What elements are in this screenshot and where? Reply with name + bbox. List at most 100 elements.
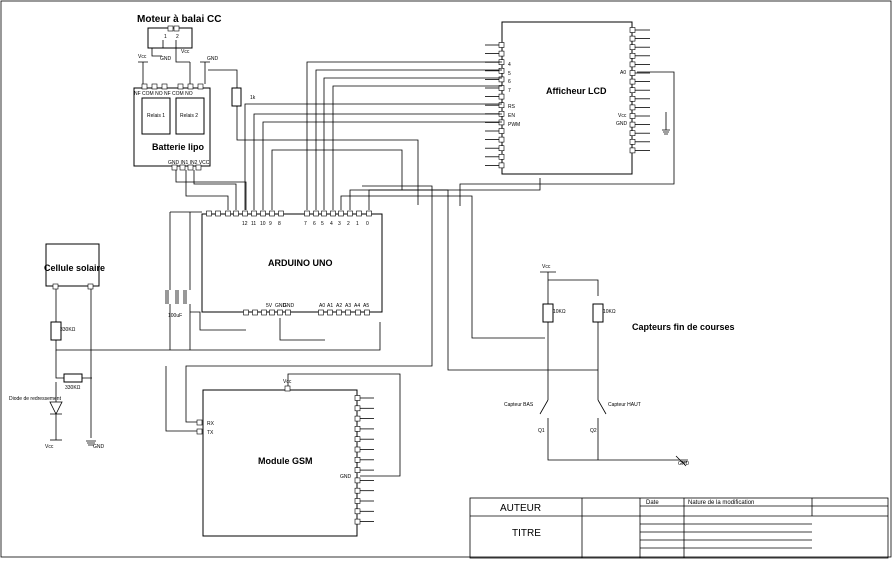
solar-pin-minus bbox=[87, 283, 94, 290]
arduino-top-pin-label: 4 bbox=[330, 221, 333, 227]
gsm-module: Module GSM Vcc RX TX GND bbox=[165, 185, 433, 537]
lcd-right-pin bbox=[629, 78, 636, 85]
relay-pin-in2 bbox=[187, 164, 194, 171]
resistor-330k-2 bbox=[63, 373, 83, 383]
gsm-right-pin bbox=[354, 498, 361, 504]
arduino-top-pin-label: 6 bbox=[313, 221, 316, 227]
motor-title: Moteur à balai CC bbox=[137, 14, 221, 25]
arduino-top-pin bbox=[251, 210, 257, 217]
relay-pin bbox=[141, 83, 148, 90]
resistor-1k-label: 1k bbox=[250, 95, 256, 101]
end-stop-sensors: Capteurs fin de courses Vcc 10KΩ 10KΩ Ca… bbox=[504, 264, 735, 467]
resistor-1k-body bbox=[231, 87, 242, 107]
motor-pin-2 bbox=[173, 25, 180, 32]
lcd-pin-4: 4 bbox=[508, 62, 511, 68]
arduino-bottom-pin bbox=[345, 309, 351, 316]
lcd-left-pin bbox=[498, 145, 505, 151]
lcd-body bbox=[501, 21, 633, 175]
sensors-vcc: Vcc bbox=[542, 264, 551, 270]
gsm-pin-tx bbox=[196, 428, 203, 435]
arduino-top-pin-label: 5 bbox=[321, 221, 324, 227]
arduino-bottom-pin bbox=[269, 309, 275, 316]
arduino-body bbox=[201, 213, 383, 313]
title-label: TITRE bbox=[512, 528, 541, 539]
relay-vcc-2: Vcc bbox=[181, 49, 190, 55]
lcd-pin-en: EN bbox=[508, 113, 515, 119]
arduino-bottom-pin bbox=[277, 309, 283, 316]
modification-header: Nature de la modification bbox=[688, 500, 754, 506]
relay-pin bbox=[187, 83, 194, 90]
gsm-right-pin bbox=[354, 415, 361, 422]
arduino-top-pin-label: 9 bbox=[269, 221, 272, 227]
lcd-right-pin bbox=[629, 35, 636, 42]
arduino-top-pin-label: 12 bbox=[242, 221, 248, 227]
arduino-bottom-pin bbox=[355, 309, 361, 316]
arduino-title: ARDUINO UNO bbox=[268, 258, 333, 268]
arduino-top-pin-label: 11 bbox=[251, 221, 256, 227]
relay-gnd: GND bbox=[160, 56, 172, 62]
arduino-bottom-pin bbox=[364, 309, 370, 316]
relay-pin bbox=[151, 83, 158, 90]
arduino-bottom-pin bbox=[318, 309, 324, 316]
lcd-right-pin bbox=[629, 96, 636, 102]
arduino-top-pin bbox=[206, 210, 212, 217]
relay-pin bbox=[161, 83, 168, 90]
diode-icon bbox=[49, 382, 63, 440]
arduino-bottom-pin-label: A5 bbox=[363, 303, 369, 309]
lcd-left-pin bbox=[498, 68, 505, 74]
solar-body bbox=[45, 243, 100, 287]
arduino-bottom-pin-label: A0 bbox=[319, 303, 325, 309]
lcd-pin-6: 6 bbox=[508, 79, 511, 85]
motor-pin-1 bbox=[167, 25, 174, 32]
gsm-right-pin bbox=[354, 446, 361, 453]
gsm-right-pin bbox=[354, 395, 361, 401]
gsm-gnd: GND bbox=[340, 474, 352, 480]
arduino-bottom-pin-label: A1 bbox=[327, 303, 333, 309]
lcd-pin-a0: A0 bbox=[620, 70, 626, 76]
resistor-330k-1 bbox=[50, 321, 62, 341]
relay-bottom-pins: GND IN1 IN2 VCC bbox=[168, 160, 210, 166]
arduino-bottom-pin bbox=[243, 309, 249, 316]
sensor-q2: Q2 bbox=[590, 428, 597, 434]
arduino-bottom-pin bbox=[252, 309, 258, 316]
sensor-r1: 10KΩ bbox=[553, 309, 566, 315]
resistor-1k: 1k bbox=[208, 69, 419, 205]
relay-vcc: Vcc bbox=[138, 54, 147, 60]
motor: Moteur à balai CC 1 2 bbox=[137, 14, 221, 49]
gsm-right-pin bbox=[354, 477, 361, 484]
lcd-right-pin bbox=[629, 139, 636, 145]
gsm-right-pin bbox=[354, 508, 361, 515]
lcd-pin-5: 5 bbox=[508, 71, 511, 77]
arduino-top-pin-label: 1 bbox=[356, 221, 359, 227]
lcd-left-pin bbox=[498, 136, 505, 143]
arduino-top-pin-label: 8 bbox=[278, 221, 281, 227]
arduino-bottom-pin bbox=[327, 309, 333, 316]
drawing-frame bbox=[0, 0, 892, 558]
solar-pin-plus bbox=[52, 283, 59, 290]
gsm-right-pin bbox=[354, 456, 361, 463]
lcd-right-pin bbox=[629, 130, 636, 136]
gsm-vcc: Vcc bbox=[283, 379, 292, 385]
capacitor: 100uF bbox=[165, 211, 246, 350]
arduino-bottom-pin-label: GND bbox=[283, 303, 295, 309]
lcd-pin-vcc: Vcc bbox=[618, 113, 627, 119]
arduino-top-pin bbox=[233, 210, 239, 217]
arduino-bottom-pin bbox=[336, 309, 342, 316]
gsm-pin-vcc bbox=[284, 385, 291, 392]
relay-1 bbox=[141, 97, 171, 135]
lcd-right-pin bbox=[629, 44, 636, 51]
relay-pin-vcc bbox=[195, 164, 202, 171]
solar-gnd: GND bbox=[93, 444, 105, 450]
solar-vcc: Vcc bbox=[45, 444, 54, 450]
resistor-10k-1 bbox=[542, 303, 554, 323]
arduino-top-pin bbox=[242, 210, 248, 217]
sensor-q1: Q1 bbox=[538, 428, 545, 434]
arduino-top-pin bbox=[304, 210, 310, 217]
lcd-right-pin bbox=[629, 121, 636, 128]
gsm-body bbox=[202, 389, 358, 537]
lcd-right-pin bbox=[629, 113, 636, 119]
lcd-left-pin bbox=[498, 154, 505, 160]
arduino-bottom-pin-label: GND bbox=[275, 303, 287, 309]
arduino-top-pin-label: 0 bbox=[366, 221, 369, 227]
